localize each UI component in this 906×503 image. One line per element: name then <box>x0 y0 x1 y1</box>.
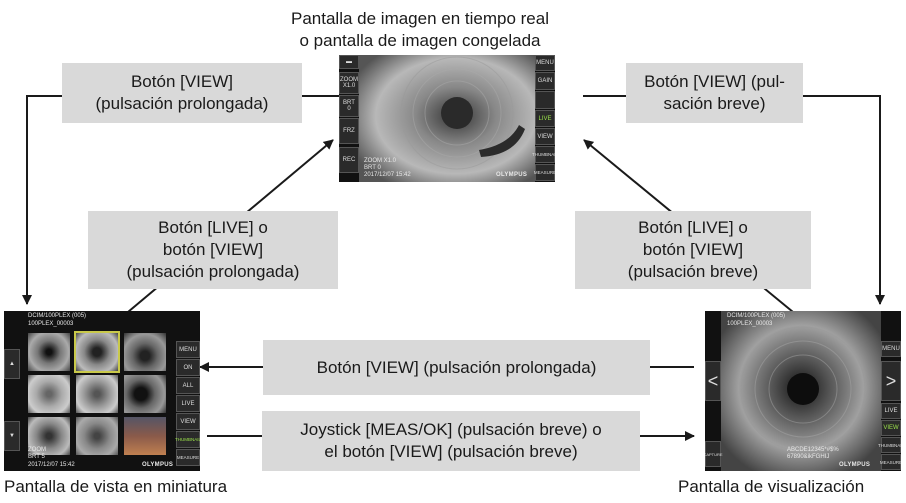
brand-logo: OLYMPUS <box>496 172 528 178</box>
caption-display: Pantalla de visualización <box>678 477 865 496</box>
label-line: (pulsación prolongada) <box>126 262 300 281</box>
scroll-down-icon[interactable]: ▼ <box>4 421 20 451</box>
annotation-text: 67890&ikFGHIJ <box>787 454 830 460</box>
label-line: Botón [LIVE] o <box>158 218 268 237</box>
next-image-button[interactable]: > <box>881 361 901 401</box>
gain-button[interactable]: GAIN <box>535 72 555 90</box>
blank-button[interactable] <box>535 91 555 109</box>
select-on-button[interactable]: ON <box>176 359 200 376</box>
thumbnail-item[interactable] <box>28 375 70 413</box>
title-line-2: o pantalla de imagen congelada <box>299 31 541 50</box>
caption-thumbnail: Pantalla de vista en miniatura <box>4 477 228 496</box>
capture-button[interactable]: CAPTURE <box>705 441 723 467</box>
thumbnail-item[interactable] <box>28 417 70 455</box>
thumbnail-grid <box>28 331 168 455</box>
arrow-live-to-display-2 <box>803 95 885 305</box>
brand-logo: OLYMPUS <box>839 462 871 468</box>
timestamp: 2017/12/07 15:42 <box>28 462 75 468</box>
measure-button[interactable]: MEASURE <box>534 164 555 181</box>
thumbnail-item[interactable] <box>124 375 166 413</box>
freeze-button[interactable]: FRZ <box>339 118 359 144</box>
zoom-readout: ZOOM <box>28 447 46 453</box>
label-joystick: Joystick [MEAS/OK] (pulsación breve) o e… <box>262 411 640 471</box>
thumbnail-item[interactable] <box>28 333 70 371</box>
label-line: Botón [VIEW] <box>130 72 234 91</box>
label-line: Botón [LIVE] o <box>638 218 748 237</box>
pipe-image <box>359 55 535 182</box>
thumbnail-screen: DCIM/100PLEX (005) 100PLEX_00003 ▲ ▼ MEN… <box>4 311 200 471</box>
label-line: botón [VIEW] <box>642 240 744 259</box>
thumbnail-item-selected[interactable] <box>74 331 120 373</box>
zoom-button[interactable]: ZOOM X1.0 <box>339 72 359 94</box>
menu-button[interactable]: MENU <box>535 55 555 71</box>
live-image-screen: ▬ ZOOM X1.0 BRT 0 FRZ REC MENU GAIN LIVE… <box>339 55 555 182</box>
thumbnail-button[interactable]: THUMBNAIL <box>175 431 200 448</box>
thumbnail-item[interactable] <box>124 333 166 371</box>
thumbnail-item[interactable] <box>124 417 166 455</box>
record-button[interactable]: REC <box>339 147 359 173</box>
folder-path: DCIM/100PLEX (005) <box>28 313 87 319</box>
label-line: sación breve) <box>663 94 766 113</box>
live-button[interactable]: LIVE <box>535 110 555 127</box>
measure-button[interactable]: MEASURE <box>176 449 200 466</box>
live-button[interactable]: LIVE <box>176 395 200 412</box>
thumbnail-item[interactable] <box>76 417 118 455</box>
label-view-long-middle: Botón [VIEW] (pulsación prolongada) <box>263 340 650 395</box>
thumbnail-item[interactable] <box>76 375 118 413</box>
label-live-or-view-short: Botón [LIVE] o botón [VIEW] (pulsación b… <box>575 211 811 289</box>
timestamp: 2017/12/07 15:42 <box>364 172 411 178</box>
view-button[interactable]: VIEW <box>535 128 555 145</box>
label-line: el botón [VIEW] (pulsación breve) <box>324 442 578 461</box>
brightness-readout: BRT 5 <box>28 454 45 460</box>
label-line: botón [VIEW] <box>162 240 264 259</box>
brightness-button[interactable]: BRT 0 <box>339 95 359 117</box>
brand-logo: OLYMPUS <box>142 462 174 468</box>
folder-name: 100PLEX_00003 <box>28 321 74 327</box>
live-button[interactable]: LIVE <box>881 403 901 419</box>
previous-image-button[interactable]: < <box>705 361 721 401</box>
thumbnail-button[interactable]: THUMBNAIL <box>878 437 901 453</box>
annotation-text: ABCDE12345*#$% <box>787 447 839 453</box>
label-line: (pulsación prolongada) <box>95 94 269 113</box>
label-view-long-press: Botón [VIEW] (pulsación prolongada) <box>62 63 302 123</box>
label-line: (pulsación breve) <box>627 262 759 281</box>
label-line: Botón [VIEW] (pulsación prolongada) <box>316 357 597 377</box>
pipe-image <box>721 311 881 471</box>
label-line: Joystick [MEAS/OK] (pulsación breve) o <box>300 420 602 439</box>
view-button[interactable]: VIEW <box>176 413 200 430</box>
menu-button[interactable]: MENU <box>176 341 200 358</box>
brightness-readout: BRT 0 <box>364 165 381 171</box>
label-line: Botón [VIEW] (pul- <box>644 72 785 91</box>
measure-button[interactable]: MEASURE <box>880 454 901 470</box>
zoom-readout: ZOOM X1.0 <box>364 158 397 164</box>
folder-name: 100PLEX_00003 <box>727 321 773 327</box>
folder-icon[interactable]: ▬ <box>339 55 359 69</box>
view-button[interactable]: VIEW <box>881 420 901 436</box>
live-screen-title: Pantalla de imagen en tiempo real o pant… <box>255 8 585 52</box>
display-screen: DCIM/100PLEX (005) 100PLEX_00003 < CAPTU… <box>705 311 901 471</box>
arrow-live-to-thumbnail-2 <box>22 95 62 305</box>
label-view-short-press: Botón [VIEW] (pul- sación breve) <box>626 63 803 123</box>
scroll-up-icon[interactable]: ▲ <box>4 349 20 379</box>
select-all-button[interactable]: ALL <box>176 377 200 394</box>
folder-path: DCIM/100PLEX (005) <box>727 313 786 319</box>
thumbnail-button[interactable]: THUMBNAIL <box>532 146 555 163</box>
label-live-or-view-long: Botón [LIVE] o botón [VIEW] (pulsación p… <box>88 211 338 289</box>
title-line-1: Pantalla de imagen en tiempo real <box>291 9 549 28</box>
menu-button[interactable]: MENU <box>881 341 901 357</box>
